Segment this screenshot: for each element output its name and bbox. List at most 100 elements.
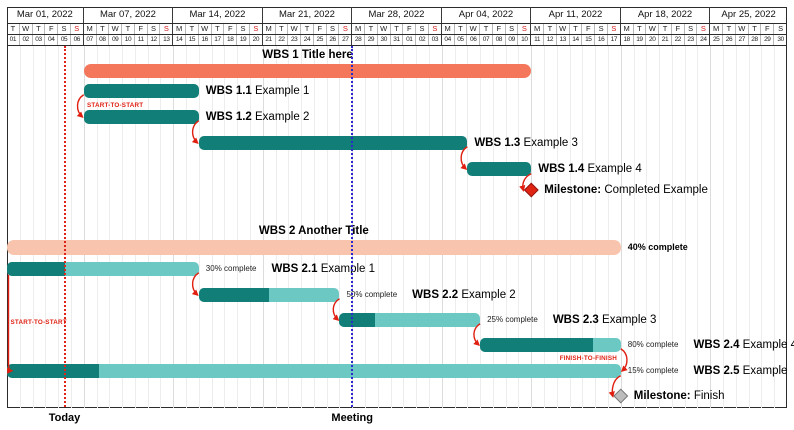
day-number-cell: 01 bbox=[7, 35, 20, 45]
grid-line bbox=[684, 46, 686, 408]
day-letter-cell: S bbox=[685, 24, 698, 34]
day-letter-cell: S bbox=[250, 24, 263, 34]
task-bar bbox=[467, 162, 532, 176]
day-letter-cell: T bbox=[480, 24, 493, 34]
grid-line bbox=[275, 46, 277, 408]
task-bar-progress bbox=[198, 288, 270, 302]
day-number-cell: 29 bbox=[365, 35, 378, 45]
grid-line bbox=[58, 46, 60, 408]
day-letter-cell: F bbox=[403, 24, 417, 34]
week-header-cell: Apr 25, 2022 bbox=[721, 9, 776, 20]
day-number-cell: 12 bbox=[148, 35, 161, 45]
grid-line bbox=[774, 46, 776, 408]
header-rule bbox=[7, 45, 787, 46]
day-number-cell: 27 bbox=[736, 35, 749, 45]
day-letter-cell: W bbox=[288, 24, 302, 34]
day-number-cell: 25 bbox=[710, 35, 724, 45]
grid-line bbox=[70, 46, 72, 408]
grid-line bbox=[428, 46, 430, 408]
grid-line bbox=[531, 46, 533, 408]
day-letter-cell: S bbox=[148, 24, 161, 34]
grid-line bbox=[109, 46, 111, 408]
grid-line bbox=[301, 46, 303, 408]
day-number-cell: 17 bbox=[608, 35, 621, 45]
task-name: WBS 2.2 Example 2 bbox=[412, 288, 516, 301]
day-letter-cell: F bbox=[224, 24, 238, 34]
grid-line bbox=[390, 46, 392, 408]
grid-line bbox=[262, 46, 264, 408]
day-number-cell: 07 bbox=[480, 35, 493, 45]
grid-line bbox=[595, 46, 597, 408]
grid-line bbox=[134, 46, 136, 408]
day-letter-cell: W bbox=[199, 24, 212, 34]
grid-line bbox=[173, 46, 175, 408]
group-title: WBS 2 Another Title bbox=[258, 225, 369, 237]
day-number-cell: 16 bbox=[199, 35, 212, 45]
day-letter-cell: M bbox=[84, 24, 97, 34]
day-number-cell: 31 bbox=[391, 35, 404, 45]
grid-line bbox=[32, 46, 34, 408]
task-bar bbox=[480, 338, 621, 352]
task-bar bbox=[339, 313, 481, 327]
grid-line bbox=[441, 46, 443, 408]
percent-label: 50% complete bbox=[346, 290, 398, 300]
group-title: WBS 1 Title here bbox=[262, 48, 353, 61]
day-number-cell: 13 bbox=[160, 35, 174, 45]
day-letter-cell: T bbox=[186, 24, 199, 34]
task-name: WBS 2.4 Example 4 bbox=[693, 338, 794, 351]
grid-line bbox=[582, 46, 584, 408]
day-number-cell: 04 bbox=[45, 35, 59, 45]
day-letter-cell: T bbox=[212, 24, 225, 34]
grid-line bbox=[147, 46, 149, 408]
day-number-cell: 18 bbox=[224, 35, 238, 45]
day-letter-cell: T bbox=[455, 24, 468, 34]
grid-line bbox=[224, 46, 226, 408]
grid-line bbox=[671, 46, 673, 408]
day-number-cell: 02 bbox=[416, 35, 429, 45]
task-bar bbox=[198, 288, 340, 302]
grid-line bbox=[19, 46, 21, 408]
grid-line bbox=[633, 46, 635, 408]
task-label: WBS 1.1 Example 1 bbox=[206, 84, 310, 98]
grid-line bbox=[96, 46, 98, 408]
week-header-cell: Apr 04, 2022 bbox=[442, 7, 532, 23]
grid-line bbox=[83, 46, 85, 408]
day-letter-cell: F bbox=[314, 24, 327, 34]
week-header-cell: Mar 28, 2022 bbox=[352, 7, 442, 23]
day-letter-cell: T bbox=[365, 24, 378, 34]
day-letter-cell: T bbox=[122, 24, 135, 34]
day-letter-cell: F bbox=[493, 24, 506, 34]
task-name: WBS 2.3 Example 3 bbox=[552, 313, 657, 326]
day-number-cell: 26 bbox=[327, 35, 340, 45]
day-letter-cell: W bbox=[378, 24, 391, 34]
grid-line bbox=[607, 46, 609, 408]
day-letter-cell: W bbox=[109, 24, 123, 34]
day-number-cell: 02 bbox=[20, 35, 33, 45]
grid-line bbox=[211, 46, 213, 408]
day-number-cell: 23 bbox=[288, 35, 302, 45]
milestone-label: Milestone: Completed Example bbox=[544, 184, 708, 196]
day-number-cell: 08 bbox=[97, 35, 110, 45]
day-number-cell: 06 bbox=[71, 35, 84, 45]
day-number-cell: 15 bbox=[186, 35, 199, 45]
week-header-cell: Mar 14, 2022 bbox=[173, 7, 263, 23]
grid-line bbox=[339, 46, 341, 408]
grid-line bbox=[326, 46, 328, 408]
day-number-cell: 05 bbox=[58, 35, 71, 45]
task-label: WBS 1.4 Example 4 bbox=[538, 162, 642, 176]
dependency-link-f2m bbox=[519, 173, 532, 192]
grid-line bbox=[569, 46, 571, 408]
day-number-cell: 09 bbox=[109, 35, 123, 45]
day-number-cell: 08 bbox=[493, 35, 506, 45]
task-bar bbox=[83, 110, 199, 124]
grid-line bbox=[288, 46, 290, 408]
week-header-cell: Apr 11, 2022 bbox=[531, 7, 621, 23]
day-letter-cell: T bbox=[33, 24, 46, 34]
day-number-cell: 01 bbox=[403, 35, 417, 45]
day-letter-cell: S bbox=[416, 24, 429, 34]
task-name: WBS 1.2 Example 2 bbox=[205, 110, 310, 123]
day-letter-cell: S bbox=[71, 24, 84, 34]
grid-line bbox=[748, 46, 750, 408]
